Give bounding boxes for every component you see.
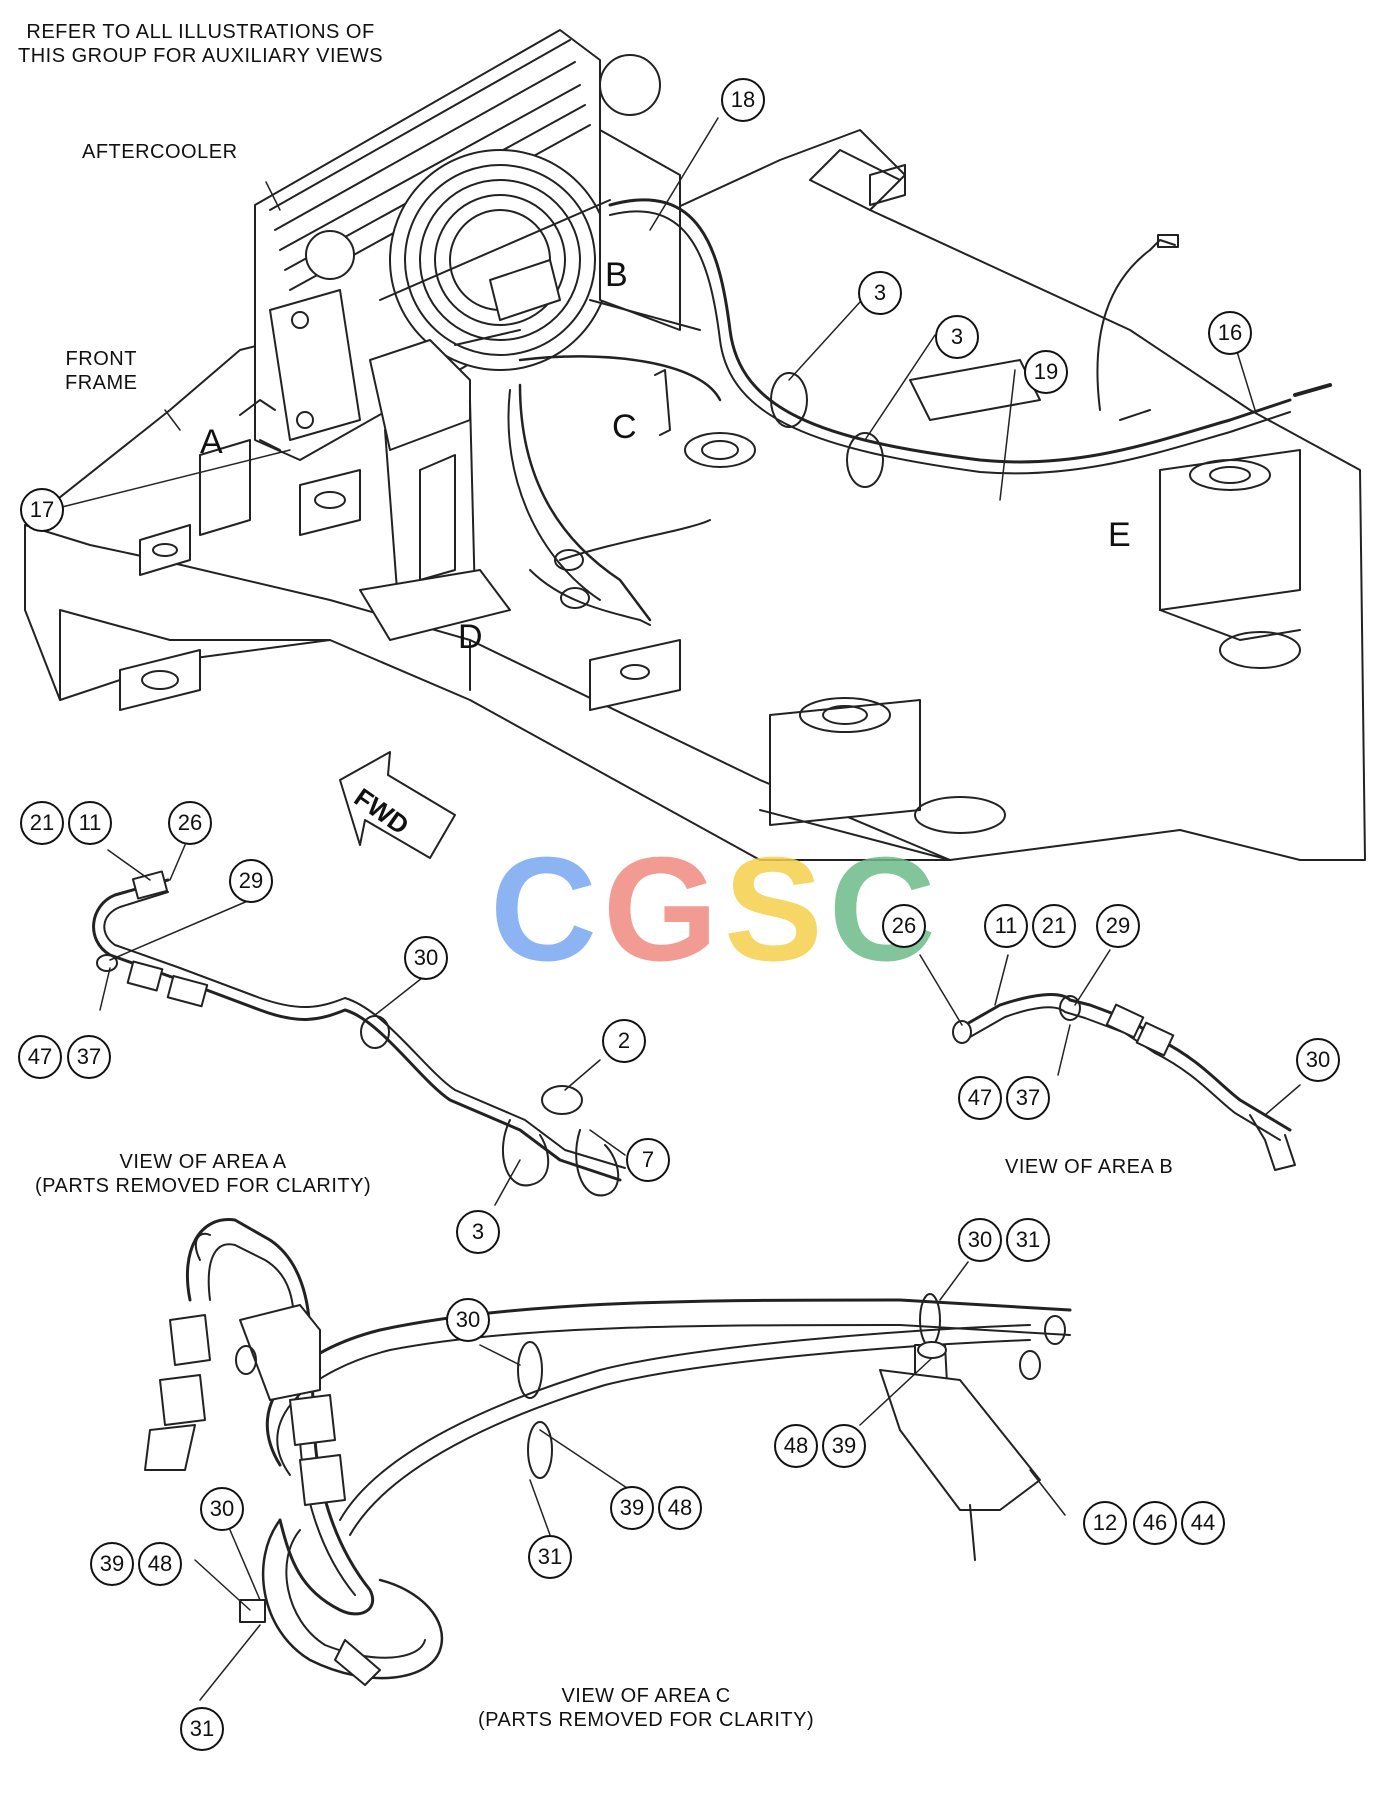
watermark-letter-c1: C: [490, 827, 603, 992]
refer-note: REFER TO ALL ILLUSTRATIONS OF THIS GROUP…: [18, 21, 384, 67]
callout: 21: [1032, 904, 1076, 948]
callout: 48: [774, 1424, 818, 1468]
callout: 39: [822, 1424, 866, 1468]
callout: 21: [20, 801, 64, 845]
callout: 17: [20, 488, 64, 532]
area-letter-c: C: [612, 408, 637, 446]
view-a-caption: VIEW OF AREA A (PARTS REMOVED FOR CLARIT…: [35, 1151, 372, 1197]
callout: 37: [1006, 1076, 1050, 1120]
callout: 46: [1133, 1501, 1177, 1545]
hose-main-e: [608, 198, 1292, 464]
callout: 29: [229, 859, 273, 903]
callout: 19: [1024, 350, 1068, 394]
view-b-drawing: [952, 993, 1296, 1171]
callout: 31: [180, 1707, 224, 1751]
callout: 11: [68, 801, 112, 845]
fwd-arrow: [339, 751, 456, 859]
callout: 18: [721, 78, 765, 122]
callout: 26: [882, 904, 926, 948]
callout: 16: [1208, 311, 1252, 355]
callout: 30: [958, 1218, 1002, 1262]
view-b-leaders: [919, 949, 1301, 1116]
callout: 11: [984, 904, 1028, 948]
callout: 3: [858, 271, 902, 315]
main-assembly-view: [24, 29, 1366, 861]
callout: 47: [958, 1076, 1002, 1120]
callout: 30: [200, 1487, 244, 1531]
view-c-caption: VIEW OF AREA C (PARTS REMOVED FOR CLARIT…: [478, 1685, 815, 1731]
callout: 29: [1096, 904, 1140, 948]
callout: 30: [446, 1298, 490, 1342]
front-frame-label: FRONT FRAME: [65, 348, 138, 394]
area-letter-b: B: [605, 256, 628, 294]
cgsc-watermark: CGSC: [490, 835, 942, 985]
watermark-letter-g: G: [602, 827, 725, 992]
frame-mount-block-lower: [769, 699, 921, 826]
callout: 2: [602, 1019, 646, 1063]
frame-mount-block-right: [1159, 449, 1301, 611]
callout: 30: [1296, 1038, 1340, 1082]
callout: 30: [404, 936, 448, 980]
callout: 48: [658, 1486, 702, 1530]
callout: 44: [1181, 1501, 1225, 1545]
callout: 7: [626, 1138, 670, 1182]
elbow-fitting: [239, 1304, 321, 1401]
view-c-leaders: [194, 1261, 1066, 1701]
watermark-letter-s: S: [724, 827, 829, 992]
aftercooler-label: AFTERCOOLER: [82, 141, 238, 163]
callout: 3: [935, 315, 979, 359]
watermark-letter-c2: C: [828, 827, 942, 992]
view-a-leaders: [99, 844, 626, 1206]
callout: 39: [90, 1542, 134, 1586]
callout: 37: [67, 1035, 111, 1079]
main-leader-lines: [61, 117, 1256, 508]
callout: 31: [1006, 1218, 1050, 1262]
callout: 47: [18, 1035, 62, 1079]
callout: 48: [138, 1542, 182, 1586]
view-c-drawing: [144, 1218, 1072, 1686]
view-a-drawing: [92, 870, 626, 1197]
hose-fitting-upper: [169, 1314, 211, 1366]
fan-shroud: [389, 149, 611, 371]
area-letter-a: A: [200, 423, 223, 461]
view-b-caption: VIEW OF AREA B: [1005, 1156, 1174, 1178]
area-letter-d: D: [458, 618, 483, 656]
callout: 26: [168, 801, 212, 845]
callout: 12: [1083, 1501, 1127, 1545]
callout: 31: [528, 1535, 572, 1579]
area-letter-e: E: [1108, 516, 1131, 554]
callout: 3: [456, 1210, 500, 1254]
callout: 39: [610, 1486, 654, 1530]
